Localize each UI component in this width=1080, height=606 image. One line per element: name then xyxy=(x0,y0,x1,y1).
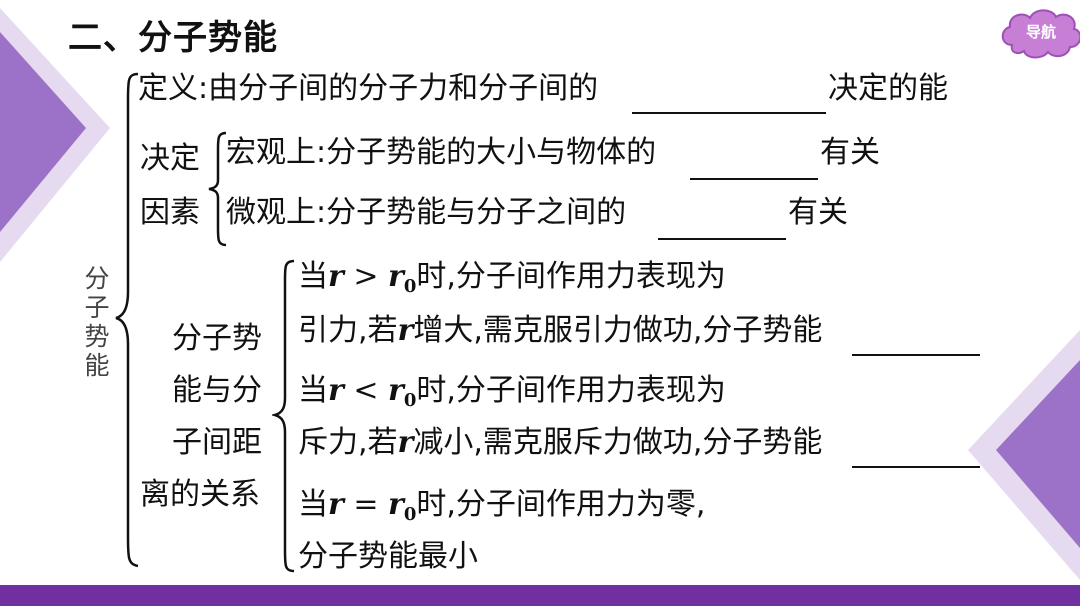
relation-label-3: 子间距 xyxy=(172,425,262,460)
definition-after: 决定的能 xyxy=(828,71,948,106)
case3-line2: 分子势能最小 xyxy=(298,539,478,574)
side-label: 分 子 势 能 xyxy=(80,264,114,380)
nav-button-label: 导航 xyxy=(1025,23,1056,41)
macro-blank xyxy=(690,178,818,180)
factors-label-1: 决定 xyxy=(140,141,200,176)
left-triangle-dark xyxy=(0,32,86,232)
main-brace xyxy=(115,72,139,568)
side-label-char: 分 xyxy=(84,264,110,293)
macro-text: 宏观上:分子势能的大小与物体的 xyxy=(226,135,657,170)
side-label-char: 能 xyxy=(84,351,110,380)
relation-label-4: 离的关系 xyxy=(140,477,260,512)
cloud-icon xyxy=(1001,9,1080,59)
case1-blank xyxy=(852,354,980,356)
relation-label-2: 能与分 xyxy=(172,373,262,408)
side-label-char: 子 xyxy=(84,293,110,322)
right-triangle-dark xyxy=(996,360,1080,548)
macro-after: 有关 xyxy=(820,135,880,170)
micro-blank xyxy=(658,238,786,240)
micro-after: 有关 xyxy=(788,195,848,230)
case1-line2: 引力,若r增大,需克服引力做功,分子势能 xyxy=(298,313,823,348)
case2-blank xyxy=(852,466,980,468)
case2-line2: 斥力,若r减小,需克服斥力做功,分子势能 xyxy=(298,425,823,460)
page-title: 二、分子势能 xyxy=(68,18,278,58)
case2-line1: 当r < r0时,分子间作用力表现为 xyxy=(298,373,726,412)
factors-label-2: 因素 xyxy=(140,195,200,230)
bottom-accent-bar xyxy=(0,585,1080,606)
side-label-char: 势 xyxy=(84,322,110,351)
relation-label-1: 分子势 xyxy=(172,321,262,356)
factors-brace xyxy=(208,131,227,247)
micro-text: 微观上:分子势能与分子之间的 xyxy=(226,195,627,230)
case1-line1: 当r > r0时,分子间作用力表现为 xyxy=(298,259,726,298)
nav-button[interactable]: 导航 xyxy=(998,5,1080,61)
relation-brace xyxy=(272,259,295,573)
case3-line1: 当r = r0时,分子间作用力为零, xyxy=(298,487,706,526)
definition-blank xyxy=(632,112,826,114)
definition-text: 定义:由分子间的分子力和分子间的 xyxy=(138,71,599,106)
